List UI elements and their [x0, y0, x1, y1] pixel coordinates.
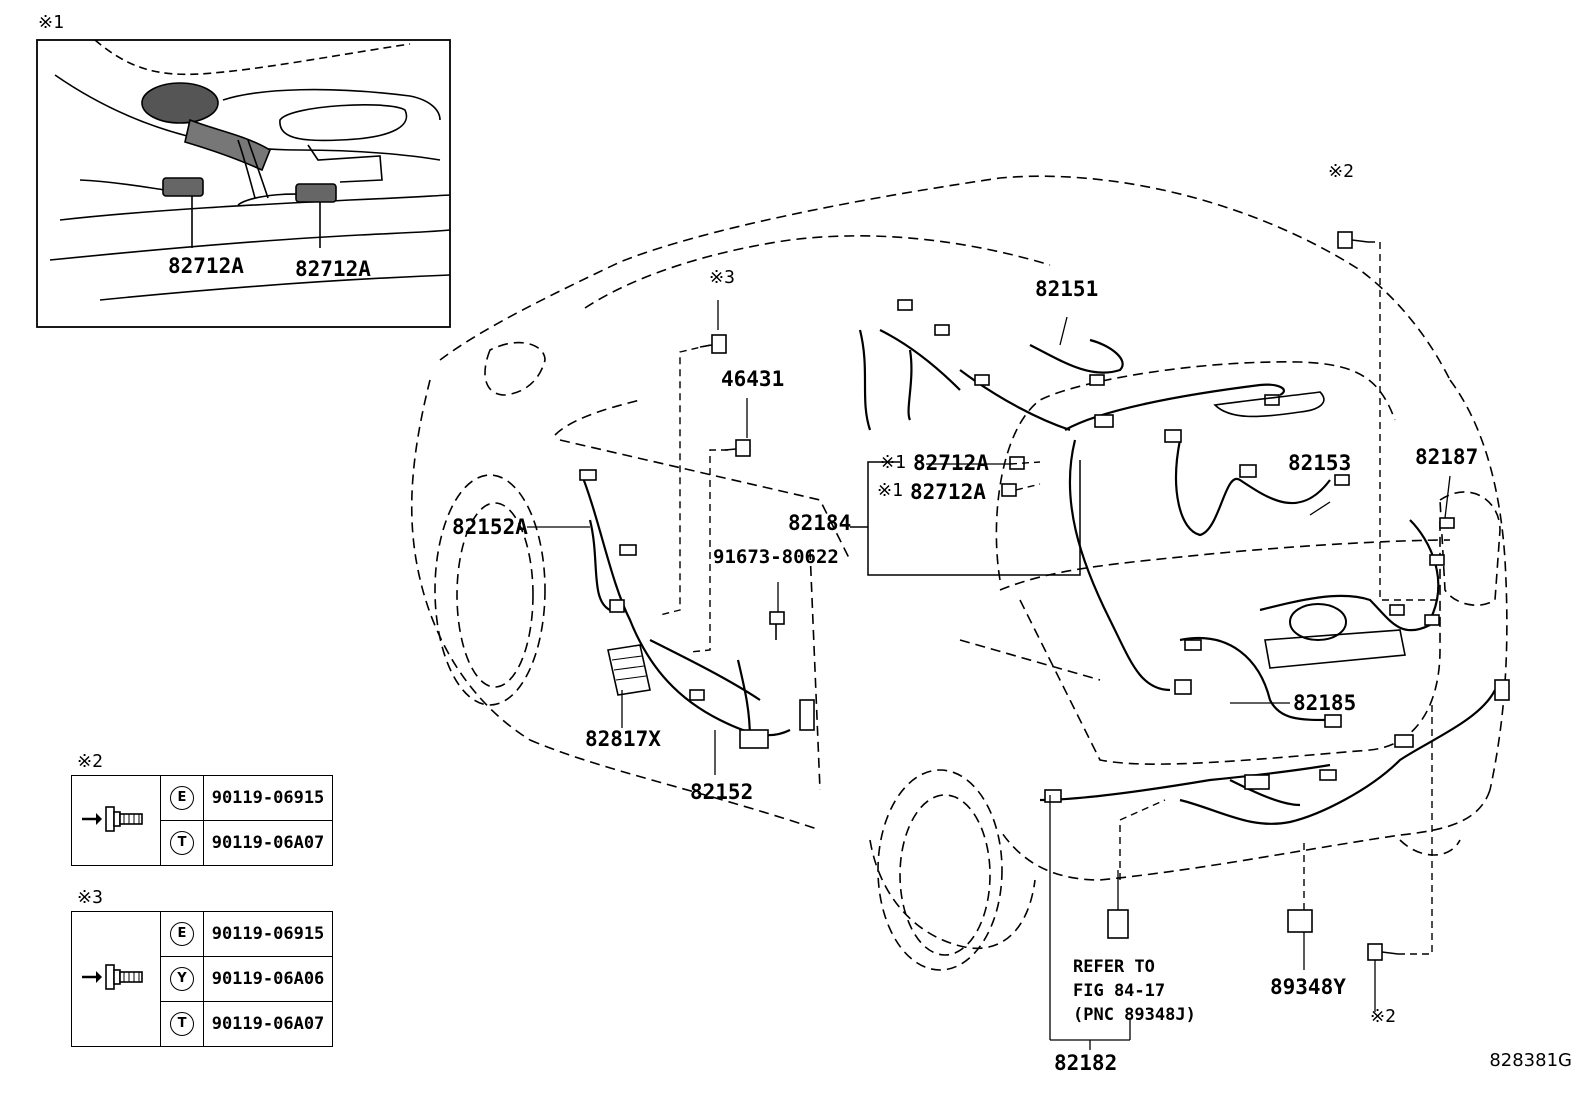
- bracket-icon: [1287, 909, 1313, 933]
- legend-2-marker: ※2: [77, 751, 103, 772]
- part-89348y: 89348Y: [1270, 975, 1346, 999]
- part-82712a-upper: 82712A: [913, 451, 989, 475]
- clip-icon: [162, 177, 337, 203]
- mark-2-bottom: ※2: [1370, 1006, 1396, 1027]
- legend-part-number: 90119-06A07: [203, 820, 333, 866]
- sensor-icon: [1107, 909, 1129, 939]
- refer-note: REFER TO FIG 84-17 (PNC 89348J): [1073, 955, 1196, 1027]
- legend-2-table: E 90119-06915 T 90119-06A07: [71, 775, 333, 866]
- bolt-pictogram: [71, 775, 161, 866]
- part-82182: 82182: [1054, 1051, 1118, 1075]
- legend-3-marker: ※3: [77, 887, 103, 908]
- legend-3-table: E 90119-06915 Y 90119-06A06 T 90119-06A0…: [71, 911, 333, 1047]
- inset-marker: ※1: [38, 12, 64, 33]
- part-82712a-lower: 82712A: [910, 480, 986, 504]
- part-82153: 82153: [1288, 451, 1352, 475]
- mark-1-first: ※1: [880, 452, 906, 473]
- part-82187: 82187: [1415, 445, 1479, 469]
- part-82185: 82185: [1293, 691, 1357, 715]
- bolt-icon: [82, 964, 143, 990]
- part-82184: 82184: [788, 511, 852, 535]
- vehicle-outline: [410, 175, 1508, 950]
- grade-code-badge: T: [170, 1012, 194, 1036]
- grommet-icon: [141, 82, 271, 199]
- grade-code-badge: Y: [170, 967, 194, 991]
- legend-part-number: 90119-06A07: [203, 1001, 333, 1047]
- refer-line-1: REFER TO: [1073, 957, 1155, 977]
- figure-number: 828381G: [1489, 1050, 1572, 1071]
- part-82152: 82152: [690, 780, 754, 804]
- inset-label-82712a-left: 82712A: [168, 254, 244, 278]
- mark-2-top: ※2: [1328, 161, 1354, 182]
- part-91673-80622: 91673-80622: [713, 546, 839, 568]
- bolt-icon: [699, 231, 1399, 961]
- inset-frame: [36, 39, 451, 328]
- bolt-pictogram: [71, 911, 161, 1047]
- inset-label-82712a-right: 82712A: [295, 257, 371, 281]
- grade-code-badge: T: [170, 831, 194, 855]
- bolt-icon: [82, 805, 143, 832]
- part-46431: 46431: [721, 367, 785, 391]
- part-82152a: 82152A: [452, 515, 528, 539]
- grade-code-badge: E: [170, 786, 194, 810]
- mark-1-second: ※1: [877, 480, 903, 501]
- legend-part-number: 90119-06A06: [203, 956, 333, 1002]
- grade-code-badge: E: [170, 922, 194, 946]
- legend-part-number: 90119-06915: [203, 911, 333, 957]
- legend-part-number: 90119-06915: [203, 775, 333, 821]
- part-82151: 82151: [1035, 277, 1099, 301]
- part-82817x: 82817X: [585, 727, 661, 751]
- refer-line-2: FIG 84-17: [1073, 981, 1166, 1001]
- mark-3-top: ※3: [709, 267, 735, 288]
- wheel-icon: [434, 474, 1003, 971]
- connector-icon: [579, 299, 1510, 803]
- refer-line-3: (PNC 89348J): [1073, 1005, 1196, 1025]
